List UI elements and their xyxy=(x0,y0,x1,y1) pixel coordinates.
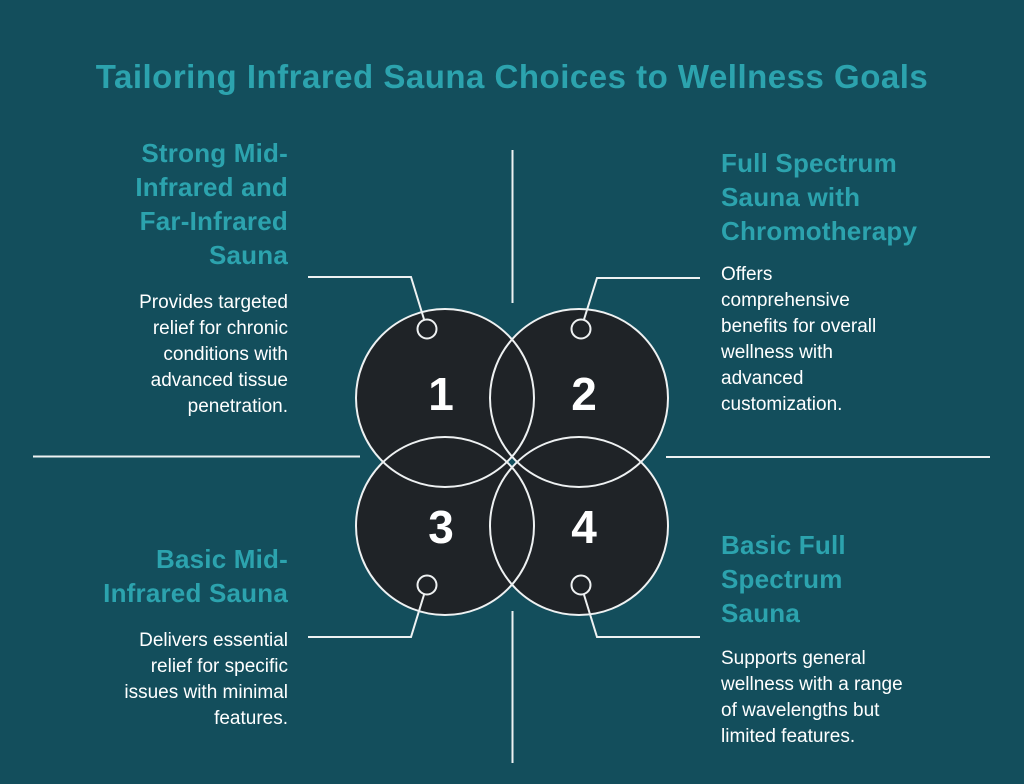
connector-line-2 xyxy=(580,277,700,330)
circle-1-shape xyxy=(356,309,534,487)
quadrant-2-description: Offers comprehensive benefits for overal… xyxy=(721,262,876,418)
body-line: customization. xyxy=(721,394,843,415)
quadrant-4-heading: Basic Full Spectrum Sauna xyxy=(721,528,846,630)
body-line: penetration. xyxy=(187,396,288,417)
body-line: relief for specific xyxy=(150,656,288,677)
body-line: issues with minimal xyxy=(124,682,288,703)
circle-3-shape xyxy=(356,437,534,615)
heading-line: Infrared and xyxy=(135,172,288,202)
body-line: Supports general xyxy=(721,648,866,669)
anchor-ring-2 xyxy=(570,318,592,340)
heading-line: Spectrum xyxy=(721,564,843,594)
heading-line: Basic Full xyxy=(721,530,846,560)
connector-line-1 xyxy=(308,276,428,330)
body-line: wellness with xyxy=(721,342,833,363)
anchor-ring-4 xyxy=(570,574,592,596)
circle-2-shape xyxy=(490,309,668,487)
circle-4-outline xyxy=(489,436,669,616)
heading-line: Strong Mid- xyxy=(141,138,288,168)
body-line: advanced tissue xyxy=(150,370,288,391)
heading-line: Infrared Sauna xyxy=(103,578,288,608)
body-line: features. xyxy=(214,708,288,729)
quadrant-3-description: Delivers essential relief for specific i… xyxy=(124,628,288,732)
body-line: wellness with a range xyxy=(721,674,903,695)
circle-3-number: 3 xyxy=(428,501,454,553)
heading-line: Sauna with xyxy=(721,182,861,212)
body-line: relief for chronic xyxy=(152,318,288,339)
quadrant-3-heading: Basic Mid- Infrared Sauna xyxy=(103,542,288,610)
heading-line: Far-Infrared xyxy=(139,206,288,236)
circle-2-outline xyxy=(489,308,669,488)
body-line: Offers xyxy=(721,264,773,285)
quadrant-1-heading: Strong Mid- Infrared and Far-Infrared Sa… xyxy=(135,136,288,272)
body-line: Delivers essential xyxy=(139,630,288,651)
body-line: of wavelengths but xyxy=(721,700,880,721)
body-line: advanced xyxy=(721,368,804,389)
heading-line: Sauna xyxy=(721,598,801,628)
heading-line: Basic Mid- xyxy=(155,544,288,574)
quadrant-4-description: Supports general wellness with a range o… xyxy=(721,646,903,750)
heading-line: Chromotherapy xyxy=(721,216,918,246)
page-title: Tailoring Infrared Sauna Choices to Well… xyxy=(95,58,929,95)
connector-line-4 xyxy=(580,584,700,638)
anchor-ring-3 xyxy=(416,574,438,596)
circle-1-outline xyxy=(355,308,535,488)
anchor-ring-1 xyxy=(416,318,438,340)
circle-3-outline xyxy=(355,436,535,616)
circle-1-number: 1 xyxy=(428,368,454,420)
circle-4-number: 4 xyxy=(571,501,597,553)
body-line: benefits for overall xyxy=(721,316,877,337)
body-line: comprehensive xyxy=(721,290,850,311)
heading-line: Sauna xyxy=(208,240,288,270)
connector-line-3 xyxy=(308,584,428,638)
body-line: limited features. xyxy=(721,726,856,747)
body-line: Provides targeted xyxy=(139,292,288,313)
circle-4-shape xyxy=(490,437,668,615)
body-line: conditions with xyxy=(163,344,288,365)
heading-line: Full Spectrum xyxy=(721,148,897,178)
quadrant-2-heading: Full Spectrum Sauna with Chromotherapy xyxy=(721,146,917,248)
quadrant-1-description: Provides targeted relief for chronic con… xyxy=(139,290,288,420)
circle-2-number: 2 xyxy=(571,368,597,420)
